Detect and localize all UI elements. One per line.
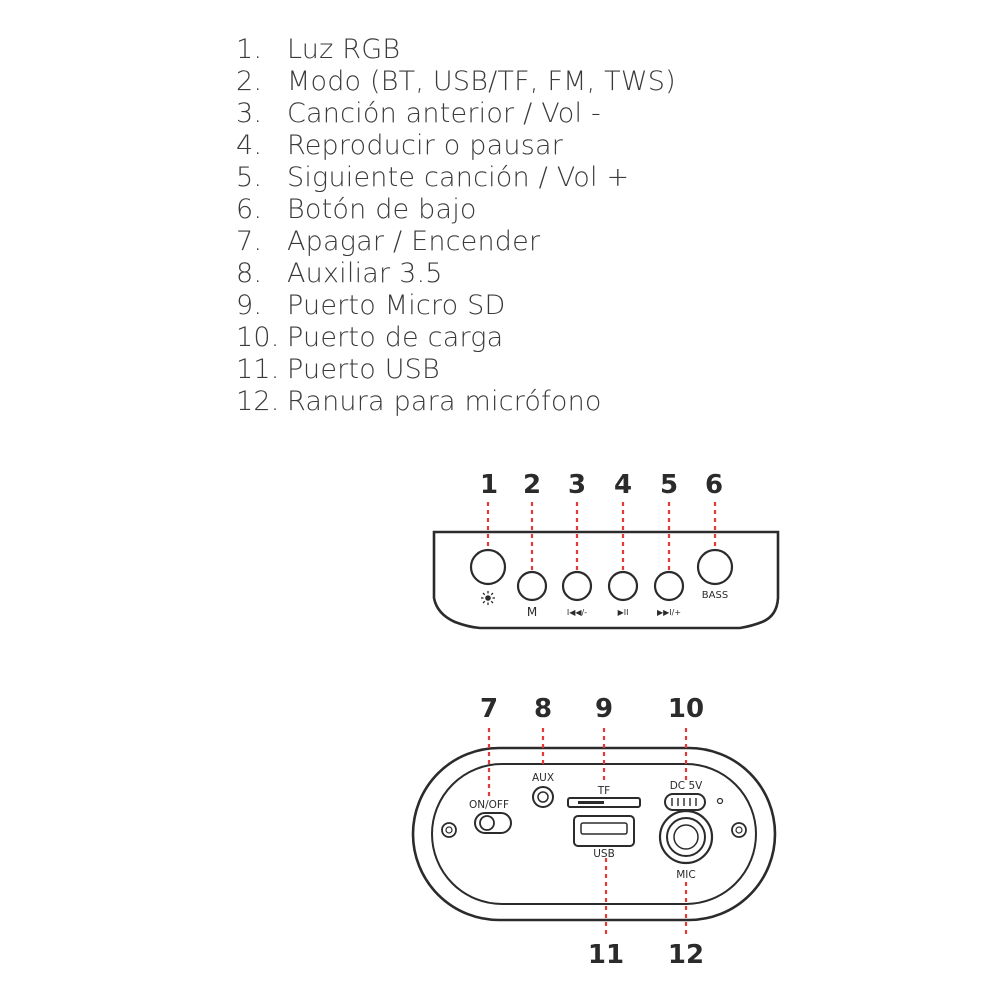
legend-number: 1.: [236, 34, 263, 65]
legend-number: 10.: [236, 322, 280, 353]
legend-item: 5. Siguiente canción / Vol +: [236, 162, 676, 194]
callout-10: 10: [668, 694, 704, 724]
play-label: ▶II: [618, 608, 629, 617]
callout-7: 7: [480, 694, 498, 724]
mode-label: M: [527, 605, 537, 619]
power-switch-knob: [479, 815, 495, 831]
dc-label: DC 5V: [670, 780, 703, 792]
aux-jack-inner: [537, 791, 549, 803]
next-volume-up-button[interactable]: [653, 570, 685, 602]
tf-label: TF: [597, 785, 610, 797]
charging-port-detail: [671, 798, 697, 806]
prev-label: I◀◀/-: [567, 608, 587, 617]
charging-port[interactable]: [664, 793, 706, 811]
legend-text: Luz RGB: [287, 34, 401, 65]
legend-text: Siguiente canción / Vol +: [287, 162, 630, 193]
legend-text: Puerto de carga: [287, 322, 504, 353]
bass-label: BASS: [702, 590, 728, 601]
usb-label: USB: [593, 848, 615, 860]
legend-number: 3.: [236, 98, 263, 129]
legend-item: 1. Luz RGB: [236, 34, 676, 66]
callout-9: 9: [595, 694, 613, 724]
legend-item: 8. Auxiliar 3.5: [236, 258, 676, 290]
usb-port[interactable]: [573, 815, 635, 847]
top-panel-outline: [432, 530, 780, 630]
legend-number: 4.: [236, 130, 263, 161]
callout-2: 2: [523, 470, 541, 500]
screw-icon: [731, 822, 747, 838]
callout-12: 12: [668, 940, 704, 970]
power-label: ON/OFF: [469, 799, 509, 811]
top-control-panel: 1 2 3 4 5 6 M I◀◀/-: [432, 470, 780, 630]
callout-4: 4: [614, 470, 632, 500]
mic-jack-ring: [666, 817, 706, 857]
legend-text: Botón de bajo: [287, 194, 477, 225]
aux-label: AUX: [532, 772, 554, 784]
legend-item: 2. Modo (BT, USB/TF, FM, TWS): [236, 66, 676, 98]
legend-text: Apagar / Encender: [287, 226, 541, 257]
callout-5: 5: [660, 470, 678, 500]
legend-text: Auxiliar 3.5: [287, 258, 443, 289]
mic-label: MIC: [676, 869, 696, 881]
indicator-led: [716, 797, 724, 805]
callout-6: 6: [705, 470, 723, 500]
legend-item: 3. Canción anterior / Vol -: [236, 98, 676, 130]
rear-panel: 7 8 9 10 11 12 ON/OFF AUX TF: [411, 694, 777, 970]
legend-item: 11.Puerto USB: [236, 354, 676, 386]
legend-item: 10.Puerto de carga: [236, 322, 676, 354]
light-icon: [481, 591, 495, 605]
legend-item: 6. Botón de bajo: [236, 194, 676, 226]
screw-icon: [441, 822, 457, 838]
legend-text: Puerto USB: [287, 354, 440, 385]
legend-item: 4. Reproducir o pausar: [236, 130, 676, 162]
legend-text: Canción anterior / Vol -: [287, 98, 601, 129]
callout-1: 1: [480, 470, 498, 500]
legend-number: 2.: [236, 66, 263, 97]
aux-jack[interactable]: [532, 786, 554, 808]
bass-button[interactable]: [696, 548, 734, 586]
next-label: ▶▶I/+: [657, 608, 681, 617]
legend-number: 7.: [236, 226, 263, 257]
legend-text: Puerto Micro SD: [287, 290, 506, 321]
rear-panel-outer: [411, 746, 777, 922]
callout-8: 8: [534, 694, 552, 724]
legend-number: 11.: [236, 354, 280, 385]
legend-number: 5.: [236, 162, 263, 193]
usb-port-tongue: [580, 822, 628, 835]
previous-volume-down-button[interactable]: [561, 570, 593, 602]
feature-legend: 1. Luz RGB 2. Modo (BT, USB/TF, FM, TWS) 3…: [236, 34, 676, 418]
callout-3: 3: [568, 470, 586, 500]
mode-button[interactable]: [516, 570, 548, 602]
rgb-light-button[interactable]: [469, 548, 507, 586]
play-pause-button[interactable]: [607, 570, 639, 602]
legend-number: 12.: [236, 386, 280, 417]
legend-text: Modo (BT, USB/TF, FM, TWS): [287, 66, 676, 97]
rear-panel-inner: [431, 763, 757, 905]
callout-11: 11: [588, 940, 624, 970]
legend-item: 9. Puerto Micro SD: [236, 290, 676, 322]
legend-number: 6.: [236, 194, 263, 225]
legend-text: Ranura para micrófono: [287, 386, 602, 417]
legend-text: Reproducir o pausar: [287, 130, 564, 161]
legend-number: 9.: [236, 290, 263, 321]
mic-jack-inner: [673, 824, 699, 850]
legend-number: 8.: [236, 258, 263, 289]
legend-item: 12.Ranura para micrófono: [236, 386, 676, 418]
micro-sd-slot-detail: [578, 801, 604, 804]
legend-item: 7. Apagar / Encender: [236, 226, 676, 258]
